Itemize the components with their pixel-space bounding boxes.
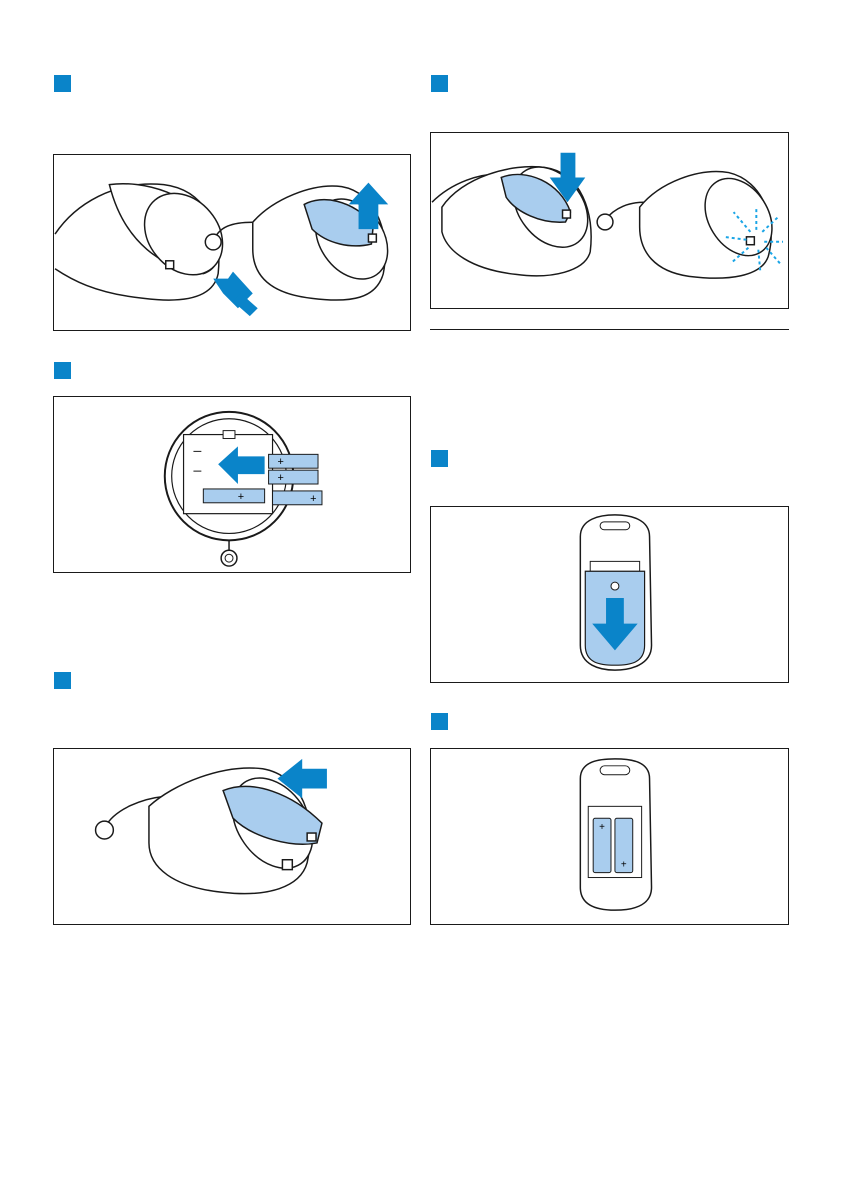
battery-plus-label: + <box>599 822 605 833</box>
insert-base-batteries-illustration: + + + + <box>53 396 411 573</box>
battery-plus-label: + <box>621 860 627 871</box>
close-base-lid-illustration <box>53 748 411 925</box>
step-5-marker <box>431 450 448 467</box>
step-6-marker <box>431 713 448 730</box>
battery-plus-label: + <box>310 493 316 505</box>
battery-plus-label: + <box>238 491 244 503</box>
section-divider <box>430 329 789 330</box>
battery-icon <box>203 489 264 503</box>
step-4-marker <box>431 75 448 92</box>
step-2-marker <box>54 362 71 379</box>
step-3-marker <box>54 672 71 689</box>
step-1-marker <box>54 75 71 92</box>
remote-batteries-illustration: + + <box>430 748 789 925</box>
open-base-lid-illustration <box>53 154 411 331</box>
open-remote-cover-illustration <box>430 506 789 683</box>
battery-plus-label: + <box>277 456 283 468</box>
battery-plus-label: + <box>277 472 283 484</box>
press-lid-illustration <box>430 132 789 309</box>
